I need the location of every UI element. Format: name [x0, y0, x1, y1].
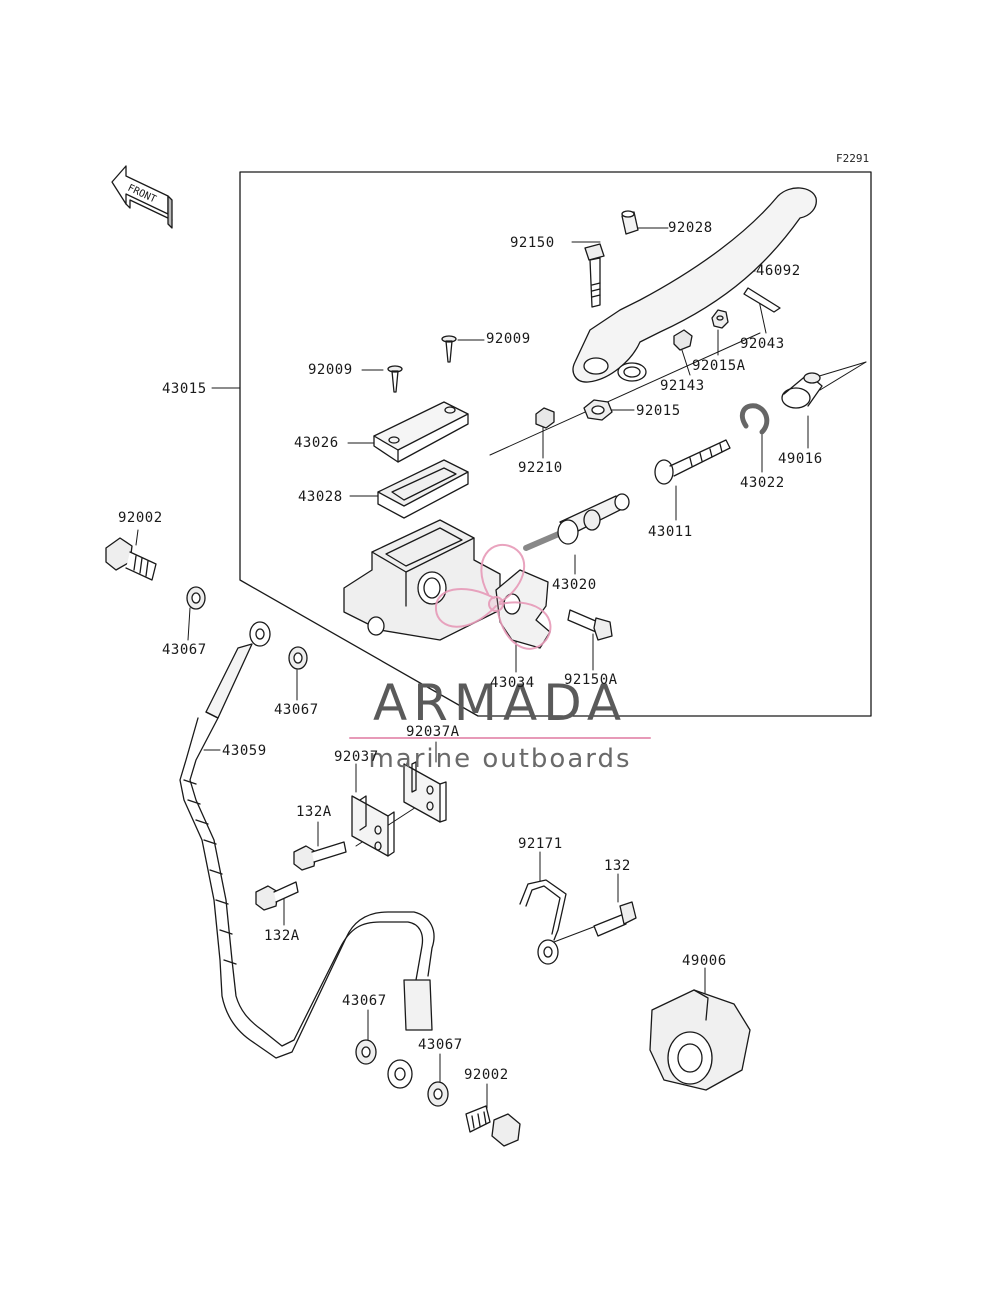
label-43011: 43011: [648, 524, 693, 540]
label-43067-a: 43067: [162, 642, 207, 658]
part-92015A-nut: [711, 309, 729, 329]
leader-lines: [135, 227, 867, 1109]
label-92037A: 92037A: [406, 724, 460, 740]
part-43028-diaphragm: [377, 459, 469, 519]
part-92171-bracket: [519, 879, 567, 965]
label-43067-d: 43067: [418, 1037, 463, 1053]
front-arrow-icon: FRONT: [111, 165, 173, 229]
part-46092-lever: [572, 187, 817, 383]
label-49016: 49016: [778, 451, 823, 467]
label-43020: 43020: [552, 577, 597, 593]
part-43067-washer-b: [288, 646, 308, 670]
part-43026-reservoir-cap: [373, 401, 469, 463]
label-43034: 43034: [490, 675, 535, 691]
label-92043: 92043: [740, 336, 785, 352]
label-46092: 46092: [756, 263, 801, 279]
label-43015: 43015: [162, 381, 207, 397]
label-92015A: 92015A: [692, 358, 746, 374]
part-43059-brake-hose: [179, 621, 435, 1089]
part-43067-washer-d: [427, 1081, 449, 1107]
label-92210: 92210: [518, 460, 563, 476]
label-92143: 92143: [660, 378, 705, 394]
assembly-frame: [239, 171, 872, 717]
part-43034-clamp-holder: [495, 569, 551, 649]
part-132-bolt: [593, 901, 637, 937]
part-132A-bolt-b: [255, 881, 299, 911]
watermark-tagline: marine outboards: [368, 744, 632, 774]
part-92143-collar: [673, 329, 693, 351]
part-92037A-bracket: [403, 761, 447, 823]
label-92028: 92028: [668, 220, 713, 236]
part-43067-washer-a: [186, 586, 206, 610]
label-92002-a: 92002: [118, 510, 163, 526]
part-92028-pin: [621, 210, 639, 235]
watermark-brand: ARMADA: [372, 674, 628, 732]
part-49016-dust-boot: [781, 372, 823, 409]
part-43022-circlip: [739, 403, 770, 435]
part-92015-nut: [583, 399, 613, 421]
figure-code: F2291: [836, 152, 870, 165]
label-92150: 92150: [510, 235, 555, 251]
part-92210-collar: [535, 407, 555, 429]
label-132: 132: [604, 858, 631, 874]
label-43028: 43028: [298, 489, 343, 505]
part-43020-piston-kit: [523, 493, 630, 551]
part-92002-banjo-bolt-b: [465, 1105, 521, 1147]
label-43026: 43026: [294, 435, 339, 451]
part-43067-washer-c: [355, 1039, 377, 1065]
label-92009-b: 92009: [308, 362, 353, 378]
label-43022: 43022: [740, 475, 785, 491]
label-92002-b: 92002: [464, 1067, 509, 1083]
part-132A-bolt-a: [293, 841, 347, 871]
part-92150A-bolt: [567, 609, 613, 641]
part-92009-screw-b: [387, 365, 403, 393]
part-92009-screw-a: [441, 335, 457, 363]
label-43059: 43059: [222, 743, 267, 759]
label-92150A: 92150A: [564, 672, 618, 688]
part-92002-banjo-bolt-a: [105, 537, 157, 581]
part-92150-bolt: [584, 243, 605, 308]
label-132A-a: 132A: [296, 804, 332, 820]
part-92043-cotter-pin: [743, 287, 781, 313]
label-49006: 49006: [682, 953, 727, 969]
part-43011-push-rod: [654, 439, 731, 485]
part-92037-bracket: [351, 795, 395, 857]
armada-logo-icon: [434, 543, 552, 650]
label-43067-c: 43067: [342, 993, 387, 1009]
label-43067-b: 43067: [274, 702, 319, 718]
label-92171: 92171: [518, 836, 563, 852]
label-92009-a: 92009: [486, 331, 531, 347]
label-132A-b: 132A: [264, 928, 300, 944]
label-92037: 92037: [334, 749, 379, 765]
label-92015: 92015: [636, 403, 681, 419]
part-49006-guard-clamp: [649, 989, 751, 1091]
